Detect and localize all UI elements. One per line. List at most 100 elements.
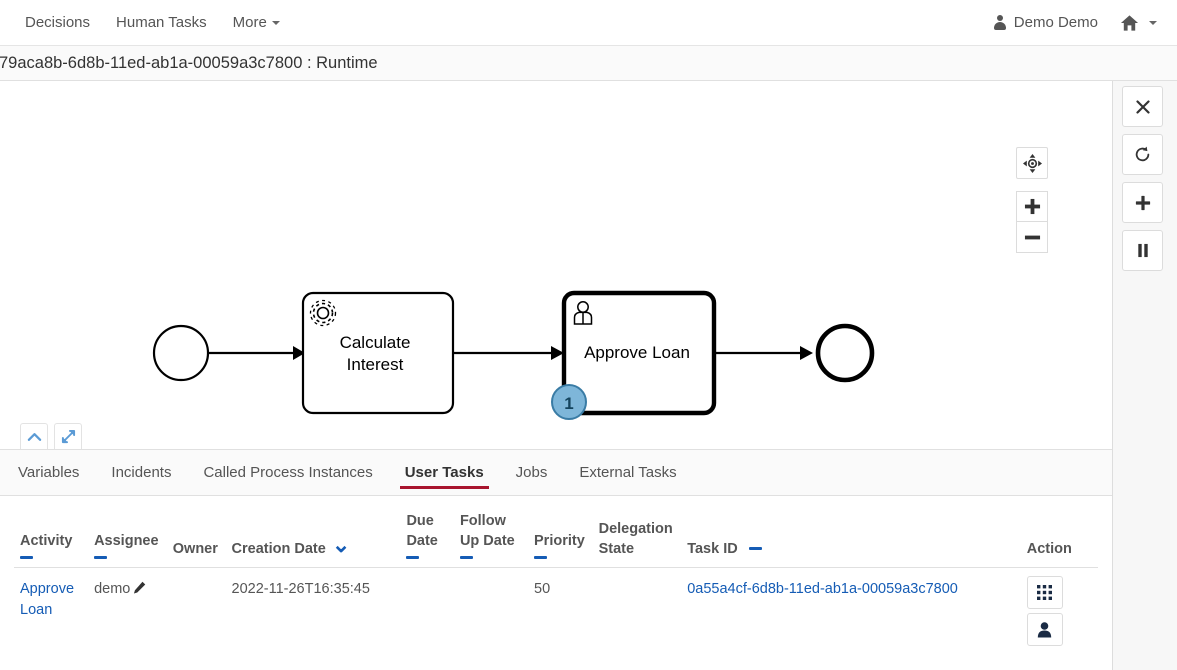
col-priority[interactable]: Priority: [528, 496, 593, 569]
table-header: Activity Assignee Owner Creation Date⌄: [14, 496, 1098, 569]
top-navbar: Decisions Human Tasks More Demo Demo: [0, 0, 1177, 46]
assignee-value: demo: [94, 581, 131, 598]
cell-owner: [167, 568, 226, 662]
col-owner-label: Owner: [172, 540, 218, 557]
user-icon: [573, 301, 593, 325]
approve-loan-label: Approve Loan: [584, 343, 690, 362]
creation-date-value: 2022-11-26T16:35:45: [231, 581, 370, 598]
table-header-row: Activity Assignee Owner Creation Date⌄: [14, 496, 1098, 569]
col-activity[interactable]: Activity: [14, 496, 89, 569]
page-title: 79aca8b-6d8b-11ed-ab1a-00059a3c7800 : Ru…: [0, 53, 378, 72]
activity-link[interactable]: Approve Loan: [20, 581, 75, 619]
cell-delegation-state: [593, 568, 682, 662]
col-assignee[interactable]: Assignee: [88, 496, 167, 569]
chevron-up-icon: [27, 432, 41, 441]
col-due-date-filter-dash[interactable]: [406, 556, 420, 560]
tab-variables-label: Variables: [18, 464, 80, 481]
col-delegation-state[interactable]: Delegation State: [592, 496, 682, 569]
col-task-id[interactable]: Task ID: [681, 496, 1021, 569]
nav-more-label: More: [232, 13, 267, 31]
reset-zoom-button[interactable]: [1016, 147, 1048, 179]
task-variables-button[interactable]: [1026, 576, 1063, 610]
user-menu[interactable]: Demo Demo: [984, 14, 1108, 31]
tab-external-tasks-label: External Tasks: [579, 464, 677, 481]
col-task-id-filter-dash[interactable]: [748, 546, 762, 550]
nav-decisions-label: Decisions: [25, 13, 91, 31]
col-owner[interactable]: Owner: [166, 496, 226, 569]
zoom-out-button[interactable]: [1016, 222, 1048, 253]
cell-task-id: 0a55a4cf-6d8b-11ed-ab1a-00059a3c7800: [681, 568, 1021, 662]
tab-variables[interactable]: Variables: [2, 450, 95, 495]
tab-user-tasks-label: User Tasks: [404, 464, 484, 481]
detail-tabs: Variables Incidents Called Process Insta…: [0, 449, 1112, 496]
breadcrumb-bar: 79aca8b-6d8b-11ed-ab1a-00059a3c7800 : Ru…: [0, 46, 1177, 81]
tab-jobs-label: Jobs: [515, 464, 548, 481]
col-due-date-label: Due Date: [406, 513, 438, 549]
cell-activity: Approve Loan: [14, 568, 88, 662]
col-follow-up-date[interactable]: Follow Up Date: [453, 496, 529, 569]
priority-value: 50: [534, 581, 551, 598]
tab-external-tasks[interactable]: External Tasks: [563, 450, 692, 495]
home-icon: [1120, 14, 1139, 31]
chevron-down-icon: [271, 20, 280, 25]
user-tasks-table: Activity Assignee Owner Creation Date⌄: [14, 496, 1098, 661]
task-assignee-button[interactable]: [1026, 613, 1063, 647]
pause-button[interactable]: [1122, 230, 1163, 271]
col-creation-date[interactable]: Creation Date⌄: [225, 496, 401, 569]
diagram-footer-controls: [20, 423, 82, 449]
caret-down-icon: [1149, 20, 1157, 25]
zoom-in-button[interactable]: [1016, 191, 1048, 222]
navbar-right-group: Demo Demo: [984, 14, 1163, 32]
home-menu[interactable]: [1108, 14, 1163, 32]
col-action-label: Action: [1026, 540, 1072, 557]
close-icon: [1135, 99, 1150, 114]
minus-icon: [1024, 235, 1040, 239]
process-actions-toolbar: [1122, 86, 1163, 271]
tab-incidents[interactable]: Incidents: [95, 450, 187, 495]
table-body: Approve Loan demo 2022-11-26T16:35:45: [14, 568, 1098, 662]
start-event[interactable]: [152, 324, 210, 382]
col-priority-label: Priority: [534, 532, 585, 549]
tab-user-tasks[interactable]: User Tasks: [389, 450, 500, 495]
col-priority-filter-dash[interactable]: [534, 556, 548, 560]
task-id-link[interactable]: 0a55a4cf-6d8b-11ed-ab1a-00059a3c7800: [687, 581, 958, 598]
nav-more[interactable]: More: [220, 0, 293, 46]
zoom-controls: [1016, 147, 1048, 253]
tab-called-process-instances[interactable]: Called Process Instances: [187, 450, 388, 495]
collapse-diagram-button[interactable]: [20, 423, 48, 449]
plus-icon: [1135, 195, 1150, 210]
refresh-button[interactable]: [1122, 134, 1163, 175]
grid-apps-icon: [1037, 585, 1053, 601]
calculate-interest-task[interactable]: [301, 291, 455, 415]
cell-follow-up-date: [454, 568, 528, 662]
close-button[interactable]: [1122, 86, 1163, 127]
main-content: Calculate Interest Approve Loan 1: [0, 81, 1113, 670]
end-event[interactable]: [815, 323, 875, 383]
nav-decisions[interactable]: Decisions: [12, 0, 103, 46]
user-tasks-table-container: Activity Assignee Owner Creation Date⌄: [0, 496, 1112, 670]
col-due-date[interactable]: Due Date: [400, 496, 454, 569]
user-name-label: Demo Demo: [1013, 14, 1098, 31]
crosshair-move-icon: [1022, 153, 1042, 173]
nav-human-tasks[interactable]: Human Tasks: [103, 0, 220, 46]
expand-diagram-button[interactable]: [54, 423, 82, 449]
tab-jobs[interactable]: Jobs: [500, 450, 564, 495]
tab-incidents-label: Incidents: [111, 464, 172, 481]
col-assignee-filter-dash[interactable]: [94, 556, 108, 560]
task-instance-badge[interactable]: 1: [551, 384, 587, 420]
expand-arrows-icon: [61, 429, 75, 444]
col-activity-label: Activity: [20, 532, 73, 549]
col-activity-filter-dash[interactable]: [20, 556, 33, 560]
cell-creation-date: 2022-11-26T16:35:45: [226, 568, 401, 662]
col-task-id-label: Task ID: [687, 540, 738, 557]
badge-count: 1: [564, 394, 573, 413]
col-delegation-state-label: Delegation State: [598, 521, 673, 557]
edit-assignee-pencil-icon[interactable]: [133, 580, 146, 601]
refresh-icon: [1135, 146, 1150, 162]
bpmn-diagram-canvas[interactable]: Calculate Interest Approve Loan 1: [0, 81, 1112, 449]
person-icon: [1038, 621, 1052, 638]
col-follow-up-date-filter-dash[interactable]: [459, 556, 473, 560]
add-button[interactable]: [1122, 182, 1163, 223]
person-icon: [994, 15, 1007, 30]
plus-icon: [1024, 198, 1040, 215]
